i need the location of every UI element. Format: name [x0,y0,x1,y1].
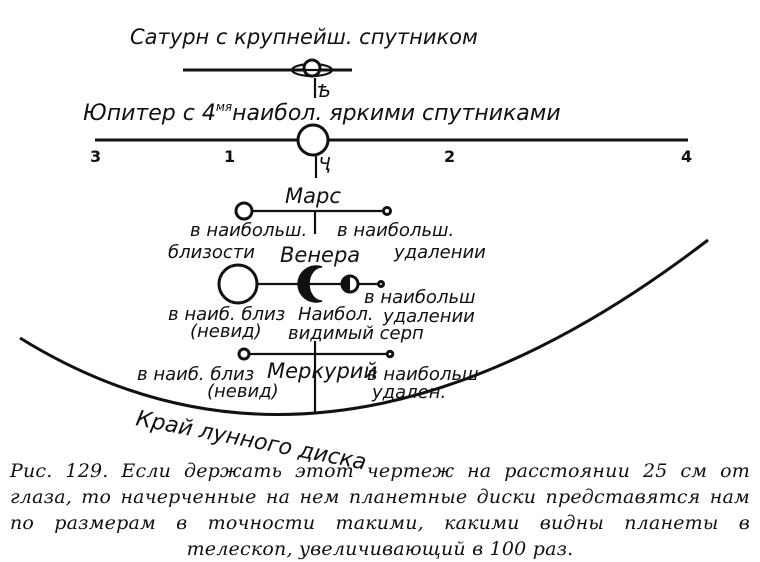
jupiter-moon-1: 1 [224,147,235,166]
venus-near-label-2: (невид) [190,321,262,342]
venus-near-label: в наиб. близ [168,304,285,325]
figure-caption: Рис. 129. Если держать этот чертеж на ра… [10,460,750,560]
venus-far-label: в наибольш [364,287,476,308]
mars-near-label-2: близости [168,242,255,263]
mercury-label: Меркурий [267,359,377,383]
mars-far-label: в наибольш. [337,220,454,241]
jupiter-disk [296,123,330,157]
mercury-far-label-2: удален. [371,382,446,403]
moon-edge-arc [19,238,709,416]
mars-near-disk [234,201,254,221]
saturn-moon-mark: Ѣ [317,81,331,102]
mars-far-label-2: удалении [393,242,486,263]
mercury-near-label: в наиб. близ [137,364,254,385]
jupiter-label: Юпитер с 4мянаибол. яркими спутниками [83,100,561,126]
mars-label: Марс [285,184,341,208]
venus-crescent-label: Наибол. [298,304,374,325]
venus-crescent-label-2: видимый серп [288,323,424,344]
mars-near-label: в наибольш. [190,220,307,241]
venus-crescent-icon [297,265,323,303]
mercury-near-label-2: (невид) [207,381,279,402]
jupiter-mark: Ҷ [318,154,331,175]
saturn-icon [290,58,334,78]
venus-far-disk [377,280,385,288]
jupiter-moon-4: 4 [681,147,692,166]
venus-label: Венера [280,243,360,267]
venus-near-disk [217,263,259,305]
mercury-near-disk [237,347,251,361]
venus-half-phase-icon [340,274,360,294]
venus-far-label-2: удалении [382,306,475,327]
saturn-label: Сатурн с крупнейш. спутником [130,25,478,49]
mercury-far-disk [385,349,395,359]
mercury-far-label: в наибольш [367,364,479,385]
jupiter-moon-3: 3 [90,147,101,166]
jupiter-moon-2: 2 [444,147,455,166]
mars-far-disk [382,206,392,216]
